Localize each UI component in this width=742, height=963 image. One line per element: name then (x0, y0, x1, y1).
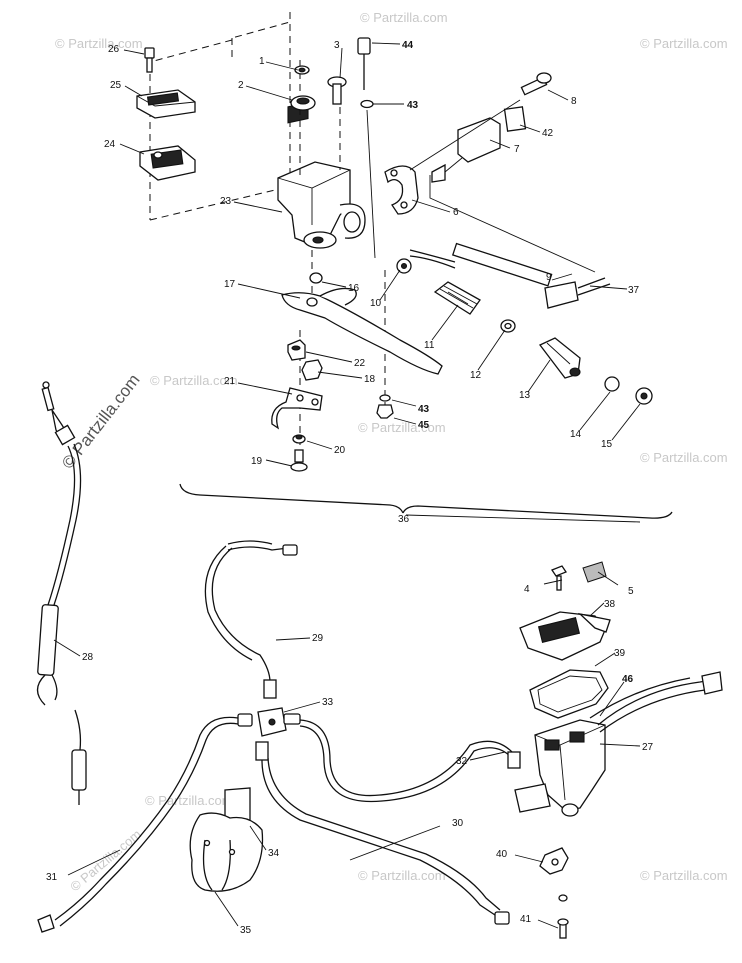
brake-hose-front (37, 713, 253, 933)
callout-20: 20 (334, 445, 346, 456)
callout-27: 27 (642, 742, 654, 753)
adjuster-screw (357, 37, 376, 259)
piston-parts (500, 319, 653, 405)
dust-boot (433, 281, 481, 315)
callout-9: 9 (546, 272, 552, 283)
callout-46: 46 (622, 674, 634, 685)
callout-45: 45 (418, 420, 430, 431)
watermark-text: © Partzilla.com (358, 868, 446, 883)
master-cylinder (277, 60, 386, 445)
watermark-text: © Partzilla.com (360, 10, 448, 25)
lever-bracket (271, 387, 323, 430)
reservoir-cover (136, 47, 196, 119)
callout-39: 39 (614, 648, 626, 659)
callout-10: 10 (370, 298, 382, 309)
brake-hose-upper (204, 540, 298, 699)
watermarks: © Partzilla.com © Partzilla.com © Partzi… (55, 10, 728, 894)
rear-reservoir-cover (519, 611, 611, 661)
callout-42: 42 (542, 128, 554, 139)
callout-34: 34 (268, 848, 280, 859)
callout-15: 15 (601, 439, 613, 450)
brake-hose-right (299, 719, 521, 803)
pushrod-washer (396, 258, 412, 274)
reservoir-diaphragm (139, 145, 196, 181)
leader-lines (53, 42, 641, 929)
callout-6: 6 (453, 207, 459, 218)
callout-32: 32 (456, 756, 468, 767)
reservoir-group-outline (149, 12, 291, 221)
brake-light-wire (409, 242, 611, 309)
callout-11: 11 (424, 340, 435, 351)
watermark-text: © Partzilla.com (640, 868, 728, 883)
callout-28: 28 (82, 652, 94, 663)
watermark-text: © Partzilla.com (55, 36, 143, 51)
brake-lever (281, 272, 443, 375)
callout-30: 30 (452, 818, 464, 829)
callout-41: 41 (520, 914, 532, 925)
watermark-main: © Partzilla.com (58, 370, 144, 472)
callout-43-top: 43 (407, 100, 419, 111)
callout-44: 44 (402, 40, 414, 51)
callout-25: 25 (110, 80, 122, 91)
callout-13: 13 (519, 390, 531, 401)
mounting-hardware (290, 394, 394, 472)
callout-16: 16 (348, 283, 360, 294)
watermark-text: © Partzilla.com (145, 793, 233, 808)
hose-bracket (189, 787, 264, 892)
rear-mount-bracket (539, 847, 569, 939)
callout-2: 2 (238, 80, 244, 91)
callout-12: 12 (470, 370, 482, 381)
switch-screw (409, 72, 596, 273)
callout-24: 24 (104, 139, 116, 150)
callout-23: 23 (220, 196, 232, 207)
watermark-text: © Partzilla.com (358, 420, 446, 435)
callout-14: 14 (570, 429, 582, 440)
callout-26: 26 (108, 44, 120, 55)
callout-21: 21 (224, 376, 236, 387)
rear-master-cylinder (514, 671, 723, 817)
rear-reservoir-cap (551, 561, 607, 591)
callout-43-bottom: 43 (418, 404, 430, 415)
callout-17: 17 (224, 279, 236, 290)
spring-bushing (287, 339, 323, 381)
callout-22: 22 (354, 358, 366, 369)
hose-tee-junction (257, 707, 301, 737)
watermark-text: © Partzilla.com (640, 450, 728, 465)
callout-1: 1 (259, 56, 265, 67)
watermark-text: © Partzilla.com (150, 373, 238, 388)
callout-33: 33 (322, 697, 334, 708)
callout-35: 35 (240, 925, 252, 936)
cap-washers (290, 65, 316, 111)
callout-36: 36 (398, 514, 410, 525)
brake-switch (431, 106, 527, 183)
callout-31: 31 (46, 872, 58, 883)
callout-4: 4 (524, 584, 530, 595)
callout-19: 19 (251, 456, 263, 467)
callout-8: 8 (571, 96, 577, 107)
callout-labels: 1 2 3 4 5 6 7 8 9 10 11 12 13 14 15 16 1… (46, 40, 654, 936)
callout-38: 38 (604, 599, 616, 610)
assembly-brace (179, 483, 673, 519)
throttle-cable (36, 381, 87, 805)
callout-40: 40 (496, 849, 508, 860)
handlebar-clamp (384, 165, 419, 215)
pivot-bolt (327, 76, 347, 105)
callout-29: 29 (312, 633, 324, 644)
watermark-text: © Partzilla.com (640, 36, 728, 51)
brake-hose-rear (255, 741, 510, 925)
callout-5: 5 (628, 586, 634, 597)
callout-37: 37 (628, 285, 640, 296)
callout-18: 18 (364, 374, 376, 385)
callout-7: 7 (514, 144, 520, 155)
rear-diaphragm (529, 669, 609, 719)
callout-3: 3 (334, 40, 340, 51)
